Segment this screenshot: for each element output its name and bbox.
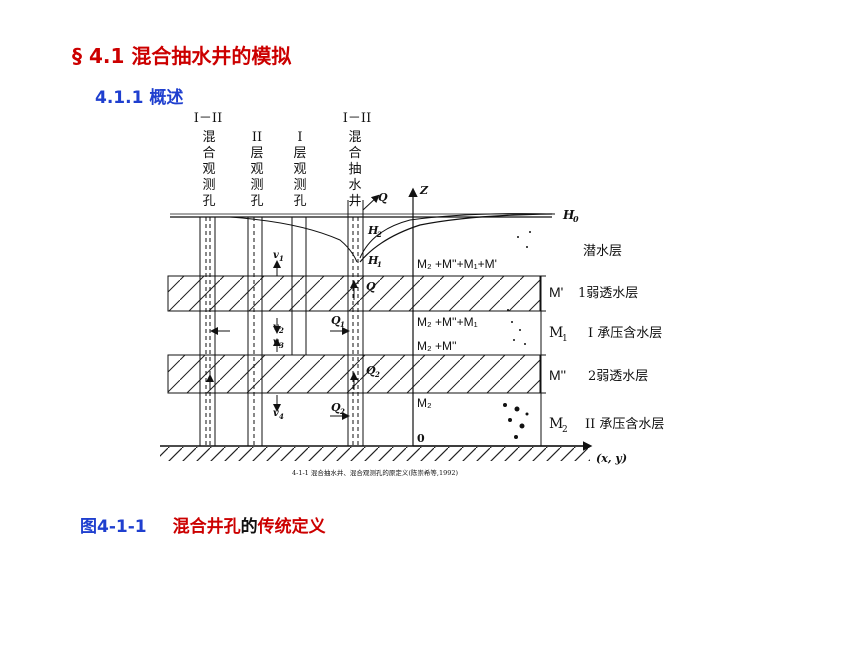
well-3 xyxy=(291,217,307,355)
sand-dots xyxy=(503,231,531,439)
formula-2: M₂ +M''+M₁ xyxy=(417,315,478,329)
q-label: Q xyxy=(378,191,388,204)
svg-text:混: 混 xyxy=(348,130,361,145)
section-subtitle: 4.1.1 概述 xyxy=(95,88,184,108)
svg-text:v: v xyxy=(273,250,279,261)
svg-text:2: 2 xyxy=(376,230,382,239)
layer-aquitard-2: 2弱透水层 xyxy=(588,369,648,384)
layer-m-dprime: M'' xyxy=(549,367,566,383)
svg-text:测: 测 xyxy=(293,178,306,193)
well-label-3: I 层 观 测 孔 xyxy=(293,130,306,209)
svg-text:H: H xyxy=(367,254,379,267)
svg-text:II: II xyxy=(252,130,262,145)
svg-text:观: 观 xyxy=(293,162,306,177)
section-title: § 4.1 混合抽水井的模拟 xyxy=(72,44,292,68)
q-mid-label: Q xyxy=(366,280,376,293)
svg-text:2: 2 xyxy=(562,425,568,435)
well-2 xyxy=(247,217,263,446)
bedrock-hatch xyxy=(160,447,590,461)
layer-m-prime: M' xyxy=(549,284,563,300)
svg-text:Q: Q xyxy=(366,364,376,377)
svg-text:v: v xyxy=(273,337,279,348)
well-label-4: I－II 混 合 抽 水 井 xyxy=(343,111,371,209)
h2-label: H2 xyxy=(367,224,382,239)
caption-part-1: 混合井孔 xyxy=(172,517,241,537)
svg-text:I－II: I－II xyxy=(343,111,371,126)
svg-text:2: 2 xyxy=(374,370,380,379)
svg-text:混: 混 xyxy=(202,130,215,145)
svg-text:H: H xyxy=(562,208,575,222)
svg-text:2: 2 xyxy=(339,407,345,416)
flow-arrows xyxy=(206,260,358,420)
figure-number: 图4-1-1 xyxy=(80,517,147,537)
svg-text:4: 4 xyxy=(279,412,284,421)
thickness-brackets xyxy=(536,275,546,447)
well-label-2: II 层 观 测 孔 xyxy=(250,130,263,209)
formula-4: M₂ xyxy=(417,396,432,410)
svg-text:观: 观 xyxy=(250,162,263,177)
svg-text:M: M xyxy=(549,416,563,432)
svg-text:2: 2 xyxy=(278,326,284,335)
svg-text:0: 0 xyxy=(573,214,579,224)
svg-text:I－II: I－II xyxy=(194,111,222,126)
caption-part-2: 的 xyxy=(240,517,258,537)
figure-caption: 图4-1-1 混合井孔的传统定义 xyxy=(80,512,326,537)
formula-1: M₂ +M''+M₁+M' xyxy=(417,257,497,271)
well-label-1: I－II 混 合 观 测 孔 xyxy=(194,111,222,209)
svg-text:Q: Q xyxy=(331,401,341,414)
svg-text:抽: 抽 xyxy=(348,162,361,177)
svg-text:3: 3 xyxy=(279,341,284,350)
svg-text:孔: 孔 xyxy=(250,194,263,209)
svg-text:H: H xyxy=(367,224,379,237)
water-table-h2 xyxy=(229,216,358,263)
caption-part-3: 传统定义 xyxy=(257,517,326,537)
svg-text:水: 水 xyxy=(348,178,361,193)
svg-text:孔: 孔 xyxy=(202,194,215,209)
svg-text:1: 1 xyxy=(340,320,345,329)
svg-text:v: v xyxy=(273,408,279,419)
h1-label: H1 xyxy=(367,254,382,269)
figure-source-caption: 4-1-1 混合抽水井、混合观测孔的原定义(陈崇希等,1992) xyxy=(292,468,459,477)
formula-3: M₂ +M'' xyxy=(417,339,457,353)
q-arrow xyxy=(362,194,380,211)
well-4-pumping xyxy=(347,200,364,446)
water-table-h1 xyxy=(359,213,553,263)
svg-text:孔: 孔 xyxy=(293,194,306,209)
origin-label: 0 xyxy=(417,432,425,445)
svg-text:1: 1 xyxy=(377,260,382,269)
layer-confined-2: II 承压含水层 xyxy=(585,416,664,432)
svg-text:合: 合 xyxy=(348,146,361,161)
svg-text:Q: Q xyxy=(331,314,341,327)
svg-text:测: 测 xyxy=(250,178,263,193)
h0-label: H0 xyxy=(562,208,579,224)
svg-text:观: 观 xyxy=(202,162,215,177)
z-label: Z xyxy=(419,184,429,197)
svg-text:井: 井 xyxy=(348,194,361,209)
svg-text:合: 合 xyxy=(202,146,215,161)
svg-text:I: I xyxy=(297,130,302,145)
svg-text:M: M xyxy=(549,325,563,341)
svg-text:v: v xyxy=(273,322,279,333)
svg-text:层: 层 xyxy=(293,146,306,161)
layer-unconfined: 潜水层 xyxy=(583,244,622,259)
svg-text:1: 1 xyxy=(562,334,568,344)
layer-confined-1: I 承压含水层 xyxy=(588,325,662,341)
xy-axis-label: (x, y) xyxy=(596,452,627,465)
svg-text:测: 测 xyxy=(202,178,215,193)
layer-m2: M2 xyxy=(549,416,568,435)
layer-m1: M1 xyxy=(549,325,568,344)
svg-text:层: 层 xyxy=(250,146,263,161)
svg-text:1: 1 xyxy=(279,254,284,263)
layer-aquitard-1: 1弱透水层 xyxy=(578,286,638,301)
